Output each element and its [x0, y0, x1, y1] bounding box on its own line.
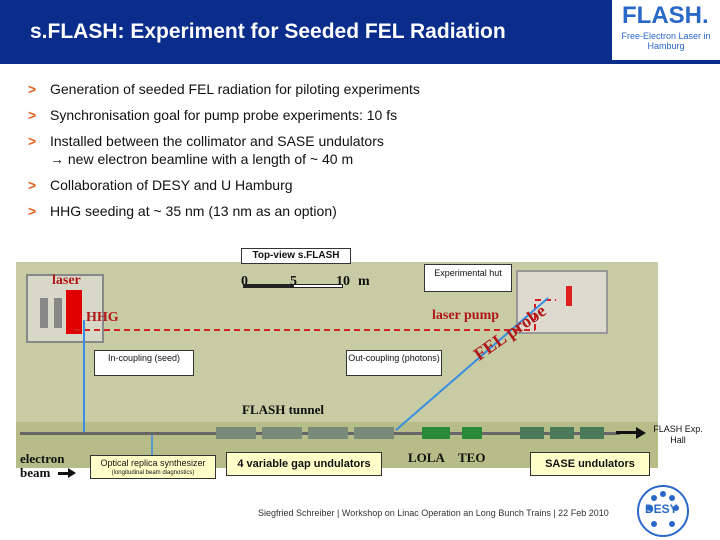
laser-pump-label: laser pump [432, 308, 500, 323]
bullet-list: >Generation of seeded FEL radiation for … [28, 80, 420, 228]
electron-beam-label: electron beam [20, 451, 65, 480]
electron-beam-arrow [58, 472, 70, 475]
flash-logo [612, 0, 720, 60]
experimental-hut [516, 270, 608, 334]
variable-gap-label: 4 variable gap undulators [226, 452, 382, 476]
laser-label: laser [52, 273, 81, 288]
scale-unit: m [358, 274, 370, 289]
exp-hall-label: FLASH Exp. Hall [653, 424, 703, 445]
bullet-item: >HHG seeding at ~ 35 nm (13 nm as an opt… [28, 203, 337, 219]
laser-source [66, 290, 82, 334]
sase-magnet [580, 427, 604, 439]
lola-label: LOLA [408, 450, 445, 465]
bullet-marker-icon: > [28, 203, 37, 219]
undulator-magnet [262, 427, 302, 439]
room-pillar [40, 298, 48, 328]
out-coupling-label: Out-coupling (photons) [346, 350, 442, 376]
scale-zero: 0 [241, 274, 248, 289]
scale-five: 5 [290, 274, 297, 289]
bullet-item: >Installed between the collimator and SA… [28, 133, 384, 167]
footer-text: Siegfried Schreiber | Workshop on Linac … [258, 508, 609, 518]
experimental-hut-label: Experimental hut [424, 264, 512, 292]
exp-hall-arrow [616, 431, 638, 434]
undulator-magnet [216, 427, 256, 439]
bullet-item: >Generation of seeded FEL radiation for … [28, 81, 420, 97]
optical-replica-sublabel: (longitudinal beam diagnostics) [111, 470, 195, 476]
optical-replica-label: Optical replica synthesizer [100, 458, 206, 468]
hhg-label: HHG [86, 310, 119, 325]
undulator-magnet [354, 427, 394, 439]
flash-logo-subtitle: Free-Electron Laser in Hamburg [621, 31, 711, 51]
optical-replica-box: Optical replica synthesizer (longitudina… [90, 455, 216, 479]
sase-undulators-label: SASE undulators [530, 452, 650, 476]
room-pillar [54, 298, 62, 328]
bullet-marker-icon: > [28, 81, 37, 97]
sase-magnet [550, 427, 574, 439]
laser-room [26, 274, 104, 343]
scale-bar-dark [243, 284, 293, 288]
hut-arrow-icon [566, 286, 572, 306]
bullet-item: >Collaboration of DESY and U Hamburg [28, 177, 293, 193]
bullet-item: >Synchronisation goal for pump probe exp… [28, 107, 398, 123]
teo-structure [462, 427, 482, 439]
top-view-label: Top-view s.FLASH [241, 248, 351, 264]
flash-logo-word: FLASH. [622, 2, 709, 29]
bullet-marker-icon: > [28, 177, 37, 193]
bullet-marker-icon: > [28, 133, 37, 149]
tunnel-label: FLASH tunnel [242, 402, 324, 417]
fel-probe-line [395, 297, 549, 431]
header-bar [0, 0, 720, 64]
desy-logo-text: DESY [645, 502, 678, 516]
lola-structure [422, 427, 450, 439]
undulator-magnet [308, 427, 348, 439]
scale-bar-light [293, 284, 343, 288]
teo-label: TEO [458, 450, 486, 465]
exp-hall-arrowhead-icon [636, 427, 646, 439]
in-coupling-label: In-coupling (seed) [94, 350, 194, 376]
electron-beam-arrowhead-icon [68, 468, 76, 478]
page-title: s.FLASH: Experiment for Seeded FEL Radia… [30, 20, 506, 43]
bullet-marker-icon: > [28, 107, 37, 123]
sase-magnet [520, 427, 544, 439]
desy-logo-icon [637, 485, 689, 537]
